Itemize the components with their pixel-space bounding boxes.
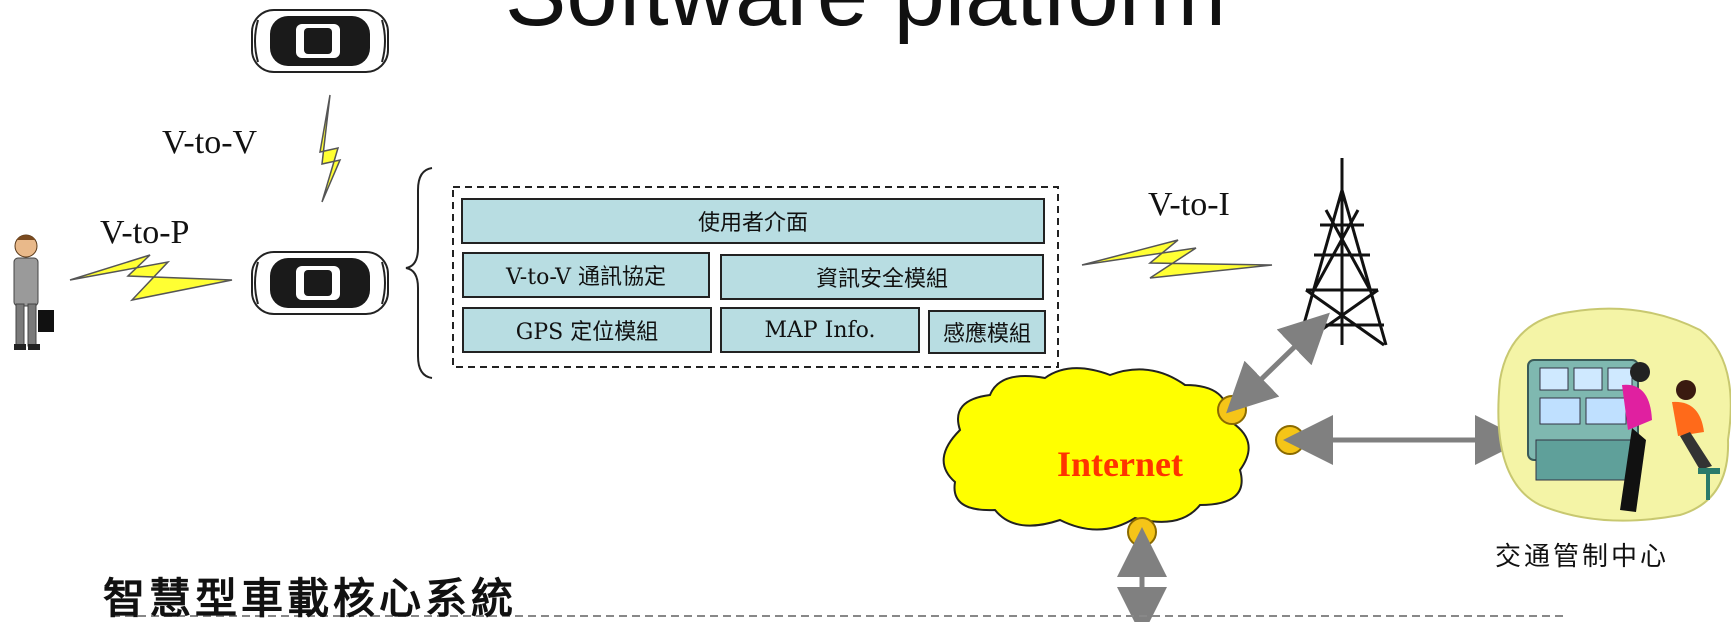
v2v-label: V-to-V <box>162 124 258 161</box>
cloud-node-bottom <box>1127 517 1157 547</box>
control-center-icon <box>1497 307 1731 522</box>
v2i-label: V-to-I <box>1148 186 1230 223</box>
module-v2v-protocol: V-to-V 通訊協定 <box>462 252 710 298</box>
module-gps: GPS 定位模組 <box>462 307 712 353</box>
cloud-node-center <box>1275 425 1305 455</box>
v2p-lightning-icon <box>69 254 233 302</box>
car-main-icon <box>251 251 389 315</box>
module-security: 資訊安全模組 <box>720 254 1044 300</box>
tower-icon <box>1296 158 1388 347</box>
module-sensor: 感應模組 <box>928 310 1046 354</box>
v2i-lightning-icon <box>1081 239 1273 279</box>
control-center-label: 交通管制中心 <box>1495 542 1670 572</box>
cloud-node-tower <box>1217 395 1247 425</box>
module-frame <box>452 186 1059 368</box>
module-map-info: MAP Info. <box>720 307 920 353</box>
arrow-cloud-tower <box>1226 312 1330 414</box>
module-user-interface: 使用者介面 <box>461 198 1045 244</box>
car-top-icon <box>251 9 389 73</box>
page-title: Software platform <box>0 0 1731 40</box>
v2v-lightning-icon <box>319 94 342 203</box>
person-icon <box>13 234 54 350</box>
internet-label: Internet <box>1057 444 1183 484</box>
system-heading: 智慧型車載核心系統 <box>103 574 518 623</box>
v2p-label: V-to-P <box>100 214 190 251</box>
internet-cloud <box>942 367 1250 531</box>
module-brace <box>405 167 433 379</box>
